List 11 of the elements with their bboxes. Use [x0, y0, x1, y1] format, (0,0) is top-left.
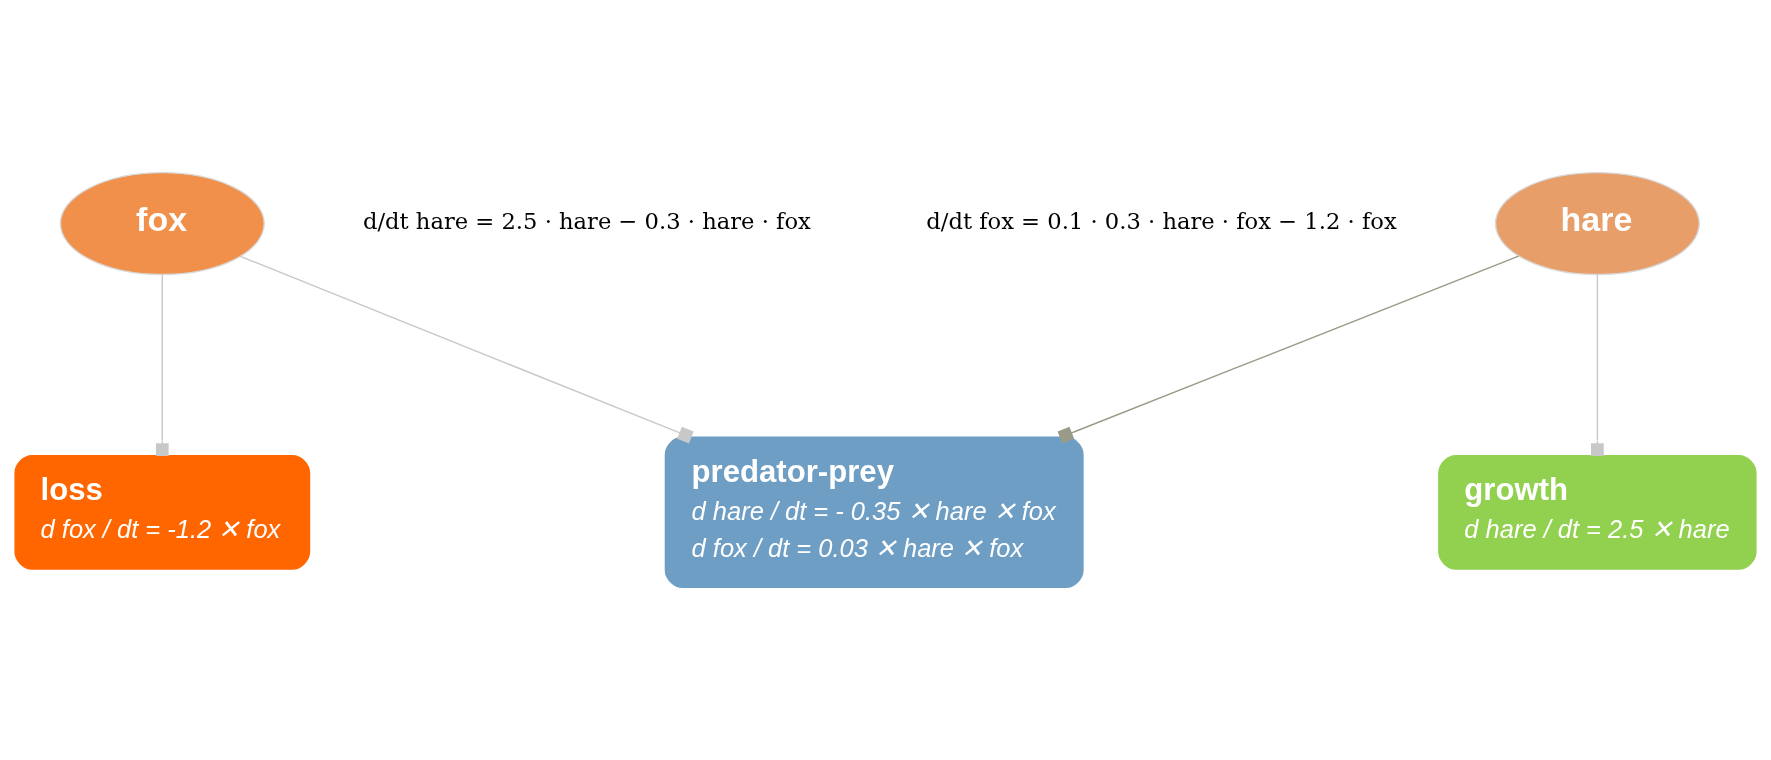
connector	[155, 274, 169, 457]
node-box: loss d fox / dt = -1.2 ✕ fox	[14, 455, 311, 570]
label: d/dt hare = 2.5 · hare − 0.3 · hare · fox	[362, 207, 811, 234]
label: d/dt fox = 0.1 · 0.3 · hare · fox − 1.2 · fox	[926, 207, 1397, 234]
connector	[1057, 255, 1520, 444]
connector	[1591, 274, 1604, 457]
node-ellipse: fox	[59, 171, 265, 276]
node-box: growth d hare / dt = 2.5 ✕ hare	[1438, 455, 1757, 570]
node-box: predator-prey d hare / dt = - 0.35 ✕ hare ✕ fox d fox / dt = 0.03 ✕ hare ✕ fox	[664, 436, 1084, 589]
node-ellipse: hare	[1494, 171, 1700, 276]
connector	[239, 255, 694, 444]
